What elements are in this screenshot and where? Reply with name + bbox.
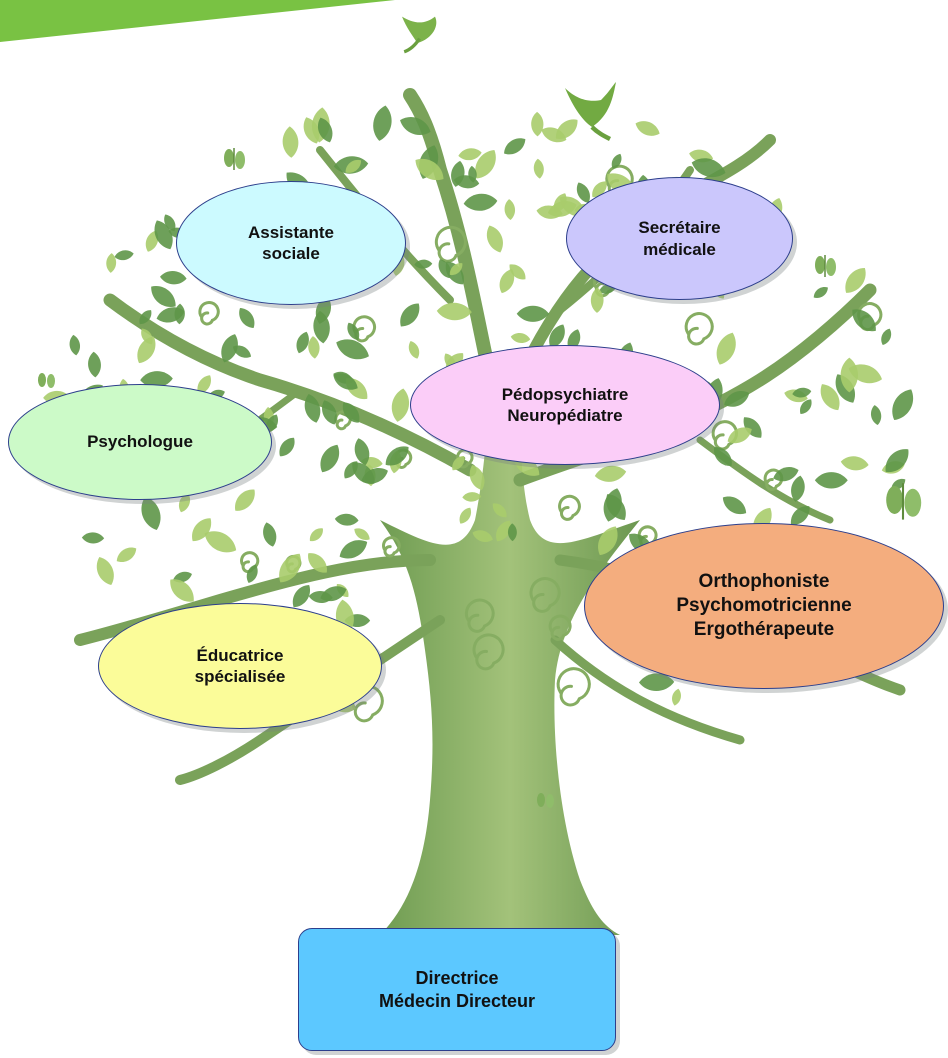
node-assistante-sociale: Assistante sociale <box>176 181 406 305</box>
butterfly-icon <box>537 793 554 808</box>
tree-trunk <box>380 380 640 935</box>
node-line: Neuropédiatre <box>507 406 623 425</box>
node-line: Pédopsychiatre <box>501 384 629 404</box>
node-pedopsychiatre: Pédopsychiatre Neuropédiatre <box>410 345 720 465</box>
butterfly-icon <box>38 373 55 388</box>
green-banner <box>0 0 395 42</box>
node-orthophoniste: Orthophoniste Psychomotricienne Ergothér… <box>584 523 944 689</box>
node-line: sociale <box>262 244 320 263</box>
node-secretaire-medicale: Secrétaire médicale <box>566 177 793 300</box>
node-line: Éducatrice <box>196 645 284 665</box>
node-line: Directrice <box>415 968 499 988</box>
node-directrice: Directrice Médecin Directeur <box>298 928 616 1051</box>
bird-icon <box>565 82 616 142</box>
node-line: Ergothérapeute <box>693 618 835 640</box>
node-line: médicale <box>643 239 716 259</box>
node-line: Psychomotricienne <box>676 595 852 617</box>
node-line: Psychologue <box>87 432 193 452</box>
butterfly-icon <box>886 483 922 520</box>
node-line: Médecin Directeur <box>378 990 536 1011</box>
node-educatrice-specialisee: Éducatrice spécialisée <box>98 603 382 729</box>
node-line: Assistante <box>248 222 334 242</box>
node-line: spécialisée <box>194 667 286 686</box>
node-psychologue: Psychologue <box>8 384 272 500</box>
bird-icon <box>402 16 437 54</box>
butterfly-icon <box>815 255 836 277</box>
node-line: Secrétaire <box>638 218 721 238</box>
node-line: Orthophoniste <box>698 571 830 593</box>
butterfly-icon <box>224 148 245 170</box>
